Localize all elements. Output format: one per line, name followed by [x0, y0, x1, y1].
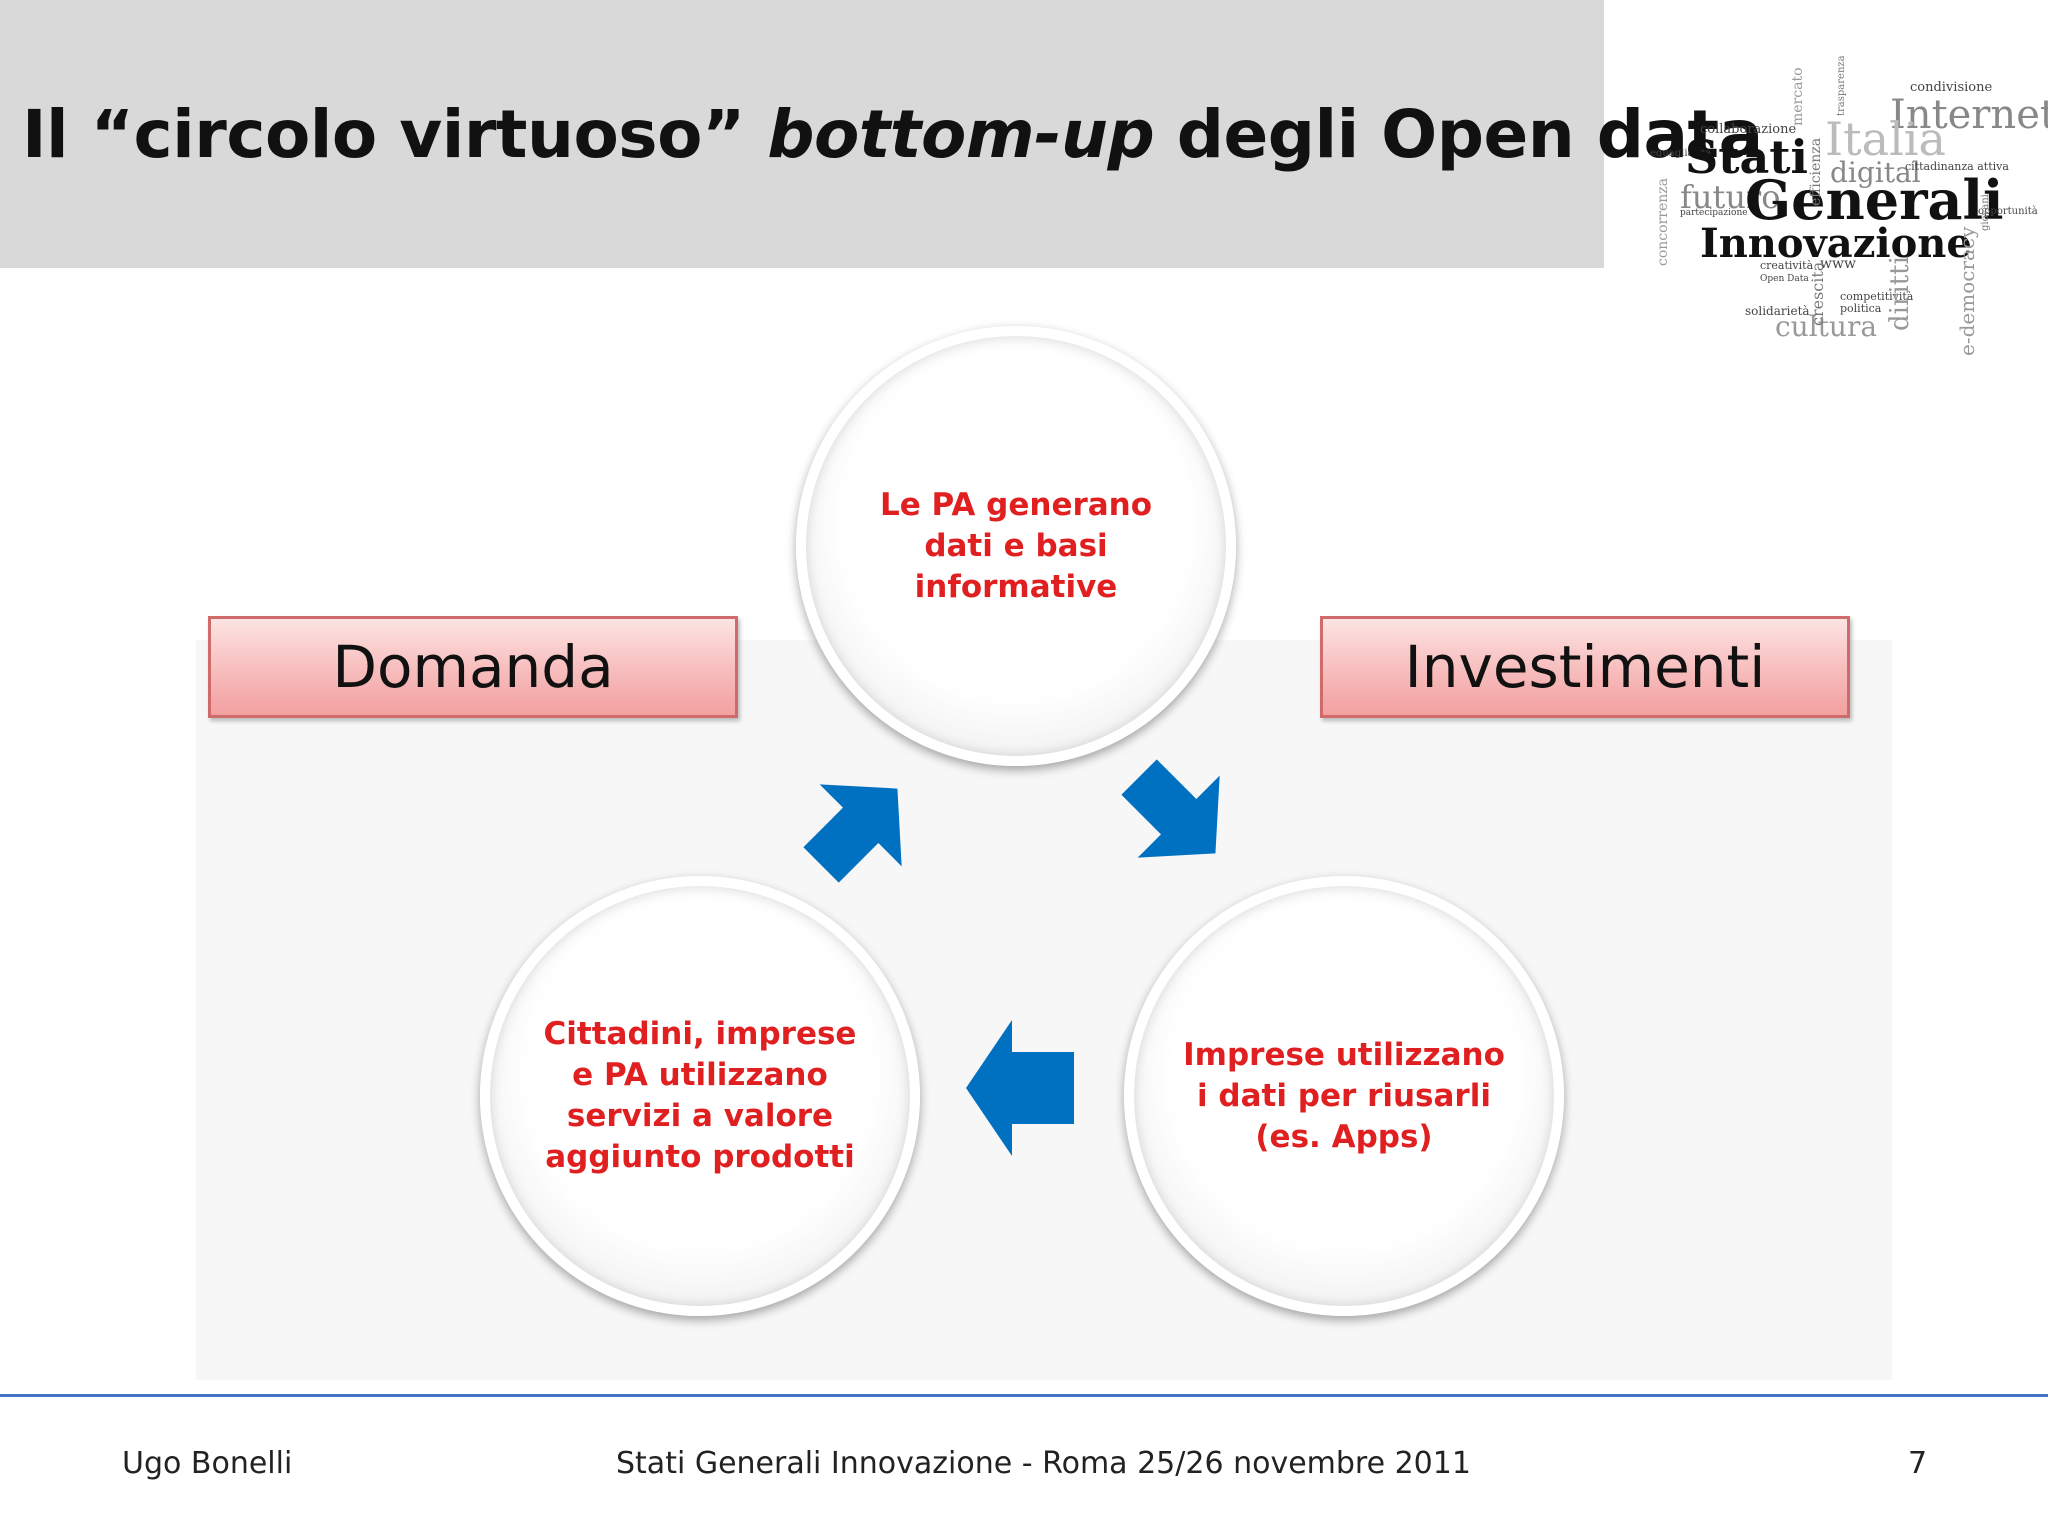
circle-cittadini-servizi: Cittadini, imprese e PA utilizzano servi… [480, 876, 920, 1316]
circle-cittadini-text: Cittadini, imprese e PA utilizzano servi… [543, 1016, 857, 1175]
title-bar: Il “circolo virtuoso” bottom-up degli Op… [0, 0, 1763, 268]
arrow-down-right-icon [1121, 759, 1220, 858]
circle-imprese-text: Imprese utilizzano i dati per riusarli (… [1183, 1036, 1505, 1155]
stati-generali-innovazione-logo: condivisione Internet Italia collaborazi… [1650, 55, 2048, 356]
circle-imprese-riuso: Imprese utilizzano i dati per riusarli (… [1124, 876, 1564, 1316]
domanda-label: Domanda [208, 616, 738, 718]
circle-pa-generate-data: Le PA generano dati e basi informative [796, 326, 1236, 766]
slide-title: Il “circolo virtuoso” bottom-up degli Op… [22, 96, 1763, 173]
footer-divider [0, 1394, 2048, 1397]
investimenti-label: Investimenti [1320, 616, 1850, 718]
circle-pa-text: Le PA generano dati e basi informative [879, 486, 1153, 605]
footer-event: Stati Generali Innovazione - Roma 25/26 … [616, 1446, 1471, 1481]
footer-page-number: 7 [1908, 1446, 1928, 1481]
arrow-up-right-icon [803, 784, 902, 883]
arrow-left-icon [966, 1020, 1074, 1156]
footer-author: Ugo Bonelli [122, 1446, 293, 1481]
